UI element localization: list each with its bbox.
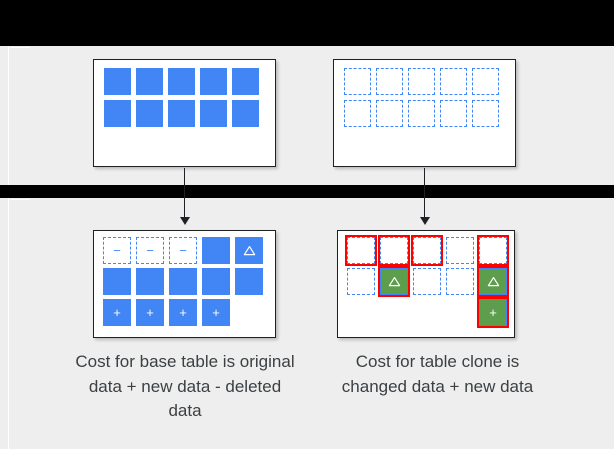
clone-table-after-cell-r1c5 bbox=[477, 235, 509, 266]
base-table-original-cell-r2c1 bbox=[104, 100, 131, 127]
arrow-base-to-base bbox=[178, 168, 192, 225]
base-table-after-cell-r3c1: + bbox=[103, 299, 131, 326]
clone-table-original-cell-r1c1 bbox=[344, 68, 371, 95]
clone-table-after-cell-r3c5: + bbox=[477, 297, 509, 328]
middle-black-band bbox=[0, 185, 614, 198]
clone-table-after-cell-r1c4 bbox=[446, 237, 474, 264]
upper-panel-top-rule bbox=[10, 47, 30, 48]
base-table-original-cell-r1c3 bbox=[168, 68, 195, 95]
triangle-outline-icon bbox=[388, 277, 400, 287]
base-table-after-cell-r2c2 bbox=[136, 268, 164, 295]
triangle-outline-icon bbox=[487, 277, 499, 287]
clone-table-after-card: + bbox=[337, 230, 515, 338]
clone-table-after-cell-r2c2 bbox=[378, 266, 410, 297]
clone-table-after-cell-r2c1 bbox=[347, 268, 375, 295]
clone-table-after-cell-r2c5 bbox=[477, 266, 509, 297]
base-table-original-cell-r2c4 bbox=[200, 100, 227, 127]
plus-icon: + bbox=[146, 305, 154, 320]
clone-table-original-cell-r2c3 bbox=[408, 100, 435, 127]
base-table-original-cell-r1c1 bbox=[104, 68, 131, 95]
clone-table-original-cell-r2c2 bbox=[376, 100, 403, 127]
caption-clone-table: Cost for table clone is changed data + n… bbox=[341, 352, 534, 396]
triangle-outline-icon bbox=[243, 246, 255, 256]
clone-table-original-cell-r1c2 bbox=[376, 68, 403, 95]
clone-table-after-cell-r2c4 bbox=[446, 268, 474, 295]
clone-table-after-cell-r1c2 bbox=[378, 235, 410, 266]
caption-base-table: Cost for base table is original data + n… bbox=[75, 352, 295, 421]
clone-table-original-cell-r2c5 bbox=[472, 100, 499, 127]
base-table-original-cell-r1c2 bbox=[136, 68, 163, 95]
base-table-original-cell-r1c5 bbox=[232, 68, 259, 95]
base-table-original-card bbox=[93, 59, 276, 167]
arrow-clone-to-clone bbox=[418, 168, 432, 225]
lower-panel-top-rule bbox=[10, 199, 30, 200]
base-table-original-cell-r2c5 bbox=[232, 100, 259, 127]
base-table-after-cell-r2c4 bbox=[202, 268, 230, 295]
base-table-after-cell-r1c4 bbox=[202, 237, 230, 264]
base-table-after-card: − − − + + + + bbox=[93, 230, 276, 338]
minus-icon: − bbox=[146, 243, 154, 258]
base-table-after-cell-r3c4: + bbox=[202, 299, 230, 326]
plus-icon: + bbox=[179, 305, 187, 320]
top-black-band bbox=[0, 0, 614, 46]
minus-icon: − bbox=[179, 243, 187, 258]
plus-icon: + bbox=[489, 305, 497, 320]
clone-table-original-card bbox=[333, 59, 516, 167]
minus-icon: − bbox=[113, 243, 121, 258]
upper-panel-left-rule bbox=[8, 46, 9, 185]
plus-icon: + bbox=[113, 305, 121, 320]
clone-table-after-cell-r1c3 bbox=[411, 235, 443, 266]
base-table-after-cell-r1c1: − bbox=[103, 237, 131, 264]
plus-icon: + bbox=[212, 305, 220, 320]
base-table-original-cell-r1c4 bbox=[200, 68, 227, 95]
base-table-after-cell-r1c3: − bbox=[169, 237, 197, 264]
clone-table-original-cell-r2c4 bbox=[440, 100, 467, 127]
base-table-original-cell-r2c2 bbox=[136, 100, 163, 127]
base-table-after-cell-r2c3 bbox=[169, 268, 197, 295]
clone-table-original-cell-r1c4 bbox=[440, 68, 467, 95]
base-table-after-cell-r2c1 bbox=[103, 268, 131, 295]
clone-table-original-cell-r1c3 bbox=[408, 68, 435, 95]
base-table-after-cell-r1c5 bbox=[235, 237, 263, 264]
clone-table-after-cell-r1c1 bbox=[345, 235, 377, 266]
base-table-after-cell-r2c5 bbox=[235, 268, 263, 295]
lower-panel-left-rule bbox=[8, 198, 9, 449]
clone-table-original-cell-r2c1 bbox=[344, 100, 371, 127]
base-table-after-cell-r1c2: − bbox=[136, 237, 164, 264]
clone-table-after-cell-r2c3 bbox=[413, 268, 441, 295]
base-table-after-cell-r3c2: + bbox=[136, 299, 164, 326]
base-table-after-cell-r3c3: + bbox=[169, 299, 197, 326]
base-table-original-cell-r2c3 bbox=[168, 100, 195, 127]
clone-table-original-cell-r1c5 bbox=[472, 68, 499, 95]
